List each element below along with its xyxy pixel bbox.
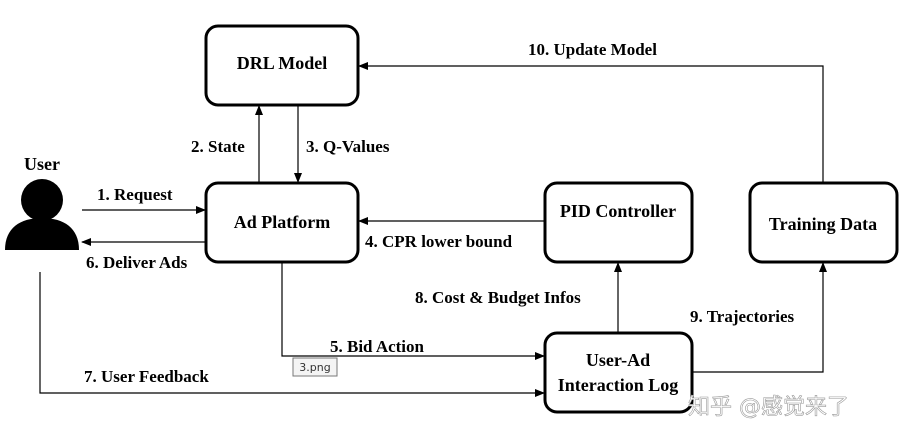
image-filename-text: 3.png (299, 361, 330, 374)
pid-controller-box (543, 181, 694, 264)
interaction-log-label-line1: User-Ad (586, 350, 650, 370)
bid-action-arrow (281, 262, 545, 360)
pid-controller-label: PID Controller (560, 201, 676, 221)
cpr-label: 4. CPR lower bound (365, 232, 513, 251)
trajectories-label: 9. Trajectories (690, 307, 795, 326)
state-label: 2. State (191, 137, 245, 156)
user-feedback-label: 7. User Feedback (84, 367, 209, 386)
user-label: User (24, 154, 60, 174)
q-values-label: 3. Q-Values (306, 137, 390, 156)
update-model-label: 10. Update Model (528, 40, 657, 59)
cost-budget-label: 8. Cost & Budget Infos (415, 288, 581, 307)
ad-platform-label: Ad Platform (234, 212, 330, 232)
watermark: 知乎 @感觉来了 (688, 395, 849, 420)
user-feedback-arrow (39, 272, 545, 397)
request-label: 1. Request (97, 185, 173, 204)
image-filename-tag: 3.png (292, 357, 338, 377)
interaction-log-box (543, 331, 694, 414)
deliver-ads-label: 6. Deliver Ads (86, 253, 188, 272)
drl-model-label: DRL Model (237, 53, 328, 73)
update-model-arrow (358, 62, 824, 183)
user-icon (5, 179, 79, 250)
interaction-log-label-line2: Interaction Log (558, 375, 679, 395)
training-data-label: Training Data (769, 214, 877, 234)
trajectories-arrow (692, 262, 827, 373)
bid-action-label: 5. Bid Action (330, 337, 425, 356)
